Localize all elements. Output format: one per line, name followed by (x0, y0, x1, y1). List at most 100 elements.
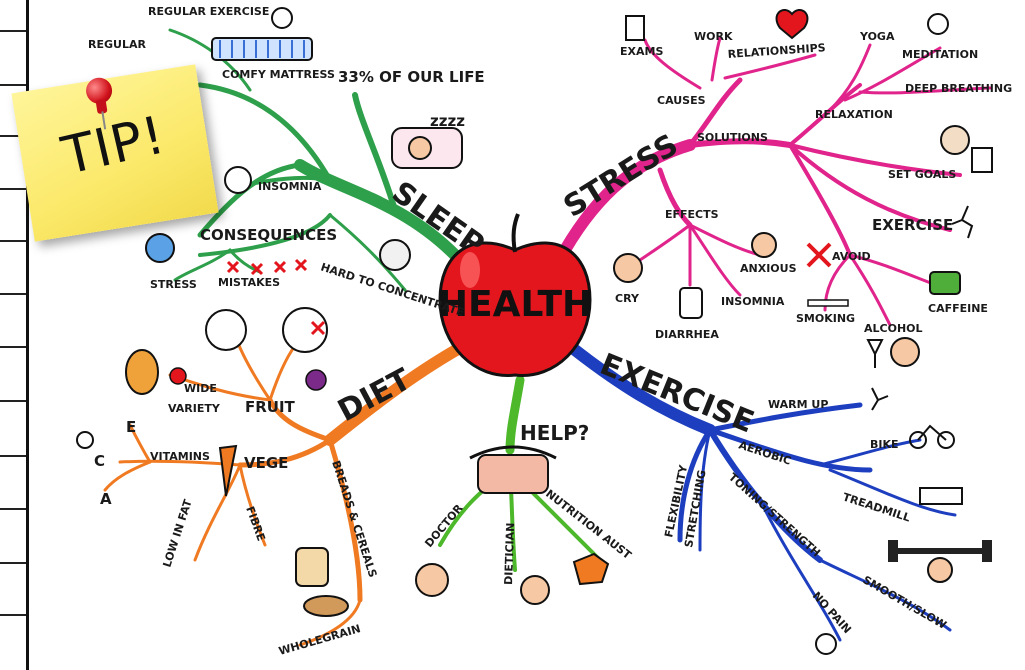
diet-fruit: FRUIT (245, 398, 296, 416)
stress-caffeine: CAFFEINE (928, 302, 988, 315)
anxious-face-icon (751, 232, 777, 258)
diet-c: C (94, 452, 105, 470)
grapes-icon (305, 369, 327, 391)
pineapple-icon (125, 349, 159, 395)
stress-smoking: SMOKING (796, 312, 855, 325)
margin-rule (0, 455, 26, 457)
stress-set-goals: SET GOALS (888, 168, 956, 181)
help-label: HELP? (520, 421, 589, 445)
diet-wholegrain: WHOLEGRAIN (277, 622, 362, 658)
diet-vitamins: VITAMINS (150, 450, 210, 463)
coffee-cup-icon (929, 271, 961, 295)
help-doctor: DOCTOR (422, 501, 466, 550)
margin-rule (0, 30, 26, 32)
stress-relaxation: RELAXATION (815, 108, 893, 121)
tip-sticky-note: TIP! (11, 64, 219, 242)
diet-variety: VARIETY (168, 402, 221, 415)
margin-rule (0, 508, 26, 510)
stress-meditation: MEDITATION (902, 48, 978, 61)
sleep-branch (168, 28, 461, 292)
no-drink-icon (282, 307, 328, 353)
cherries-icon (169, 367, 187, 385)
stress-cry: CRY (615, 292, 640, 305)
stress-deep-breathing: DEEP BREATHING (905, 82, 1012, 95)
margin-rule (0, 562, 26, 564)
diet-wide: WIDE (184, 382, 217, 395)
vitamin-icon (76, 431, 94, 449)
sleep-stress: STRESS (150, 278, 197, 291)
sleep-stat: 33% OF OUR LIFE (338, 68, 485, 86)
cereal-bowl-icon (303, 595, 349, 617)
sleep-insomnia: INSOMNIA (258, 180, 322, 193)
stressed-face-icon (145, 233, 175, 263)
help-dietician: DIETICIAN (502, 522, 517, 585)
exercise-toning: TONING/STRENGTH (726, 471, 823, 560)
stress-yoga: YOGA (859, 30, 895, 43)
margin-rule (0, 614, 26, 616)
stress-anxious: ANXIOUS (740, 262, 797, 275)
margin-rule (0, 240, 26, 242)
relaxed-person-icon (940, 125, 970, 155)
diet-breads: BREADS & CEREALS (329, 459, 379, 579)
center-title: HEALTH (438, 284, 592, 325)
runner-icon (871, 387, 889, 411)
crying-face-icon (613, 253, 643, 283)
drunk-face-icon (890, 337, 920, 367)
exercise-branch (569, 344, 957, 642)
sleep-mistakes: MISTAKES (218, 276, 280, 289)
diet-a: A (100, 490, 112, 508)
bike-icon (909, 424, 955, 449)
stress-effects: EFFECTS (665, 208, 719, 221)
meditation-person-icon (927, 13, 949, 35)
sleep-zzz: zzzz (430, 112, 465, 130)
tip-text: TIP! (56, 105, 171, 187)
stress-alcohol: ALCOHOL (864, 322, 923, 335)
broken-heart-icon (775, 9, 809, 40)
frustrated-face-icon (379, 239, 411, 271)
diet-e: E (126, 418, 136, 436)
exercise-warm-up: WARM UP (768, 398, 828, 411)
stress-solutions: SOLUTIONS (697, 131, 768, 144)
mistakes-x-icon (226, 258, 308, 276)
sleep-mattress: COMFY MATTRESS (222, 68, 335, 81)
clock-icon (224, 166, 252, 194)
sleep-consequences: CONSEQUENCES (200, 226, 337, 244)
stress-relationships: RELATIONSHIPS (727, 41, 826, 61)
sleep-regular-exercise: REGULAR EXERCISE (148, 5, 269, 18)
avoid-x-icon (806, 242, 832, 268)
treadmill-icon (919, 487, 963, 505)
stress-branch (559, 36, 992, 327)
mattress-icon (211, 37, 313, 61)
stress-insomnia: INSOMNIA (721, 295, 785, 308)
exercise-aerobic: AEROBIC (737, 438, 793, 467)
margin-rule (0, 293, 26, 295)
sun-apple-icon (205, 309, 247, 351)
margin-rule (0, 135, 26, 137)
exercise-bike: BIKE (870, 438, 899, 451)
margin-rule (0, 84, 26, 86)
toilet-icon (679, 287, 703, 319)
smiley-icon (815, 633, 837, 655)
apple-icon (438, 213, 592, 377)
stress-avoid: AVOID (832, 250, 871, 263)
dietician-icon (520, 575, 550, 605)
carrot-icon (218, 444, 238, 497)
stress-work: WORK (694, 30, 733, 43)
cocktail-icon (866, 339, 884, 368)
stress-exams: EXAMS (620, 45, 663, 58)
margin-rule (0, 188, 26, 190)
diet-label: DIET (332, 362, 417, 429)
exam-paper-icon (625, 15, 645, 41)
diet-low-in-fat: LOW IN FAT (160, 497, 194, 569)
exercise-no-pain: NO PAIN (810, 589, 854, 636)
telephone-icon (469, 445, 557, 494)
running-person-icon (951, 205, 974, 239)
australia-icon (572, 552, 610, 586)
exercise-label: EXERCISE (595, 347, 759, 440)
margin-rule (0, 400, 26, 402)
weightlifter-icon (888, 540, 992, 583)
diet-vege: VEGE (244, 454, 288, 472)
cigarette-icon (807, 299, 849, 307)
sleeping-person-icon (391, 127, 463, 169)
